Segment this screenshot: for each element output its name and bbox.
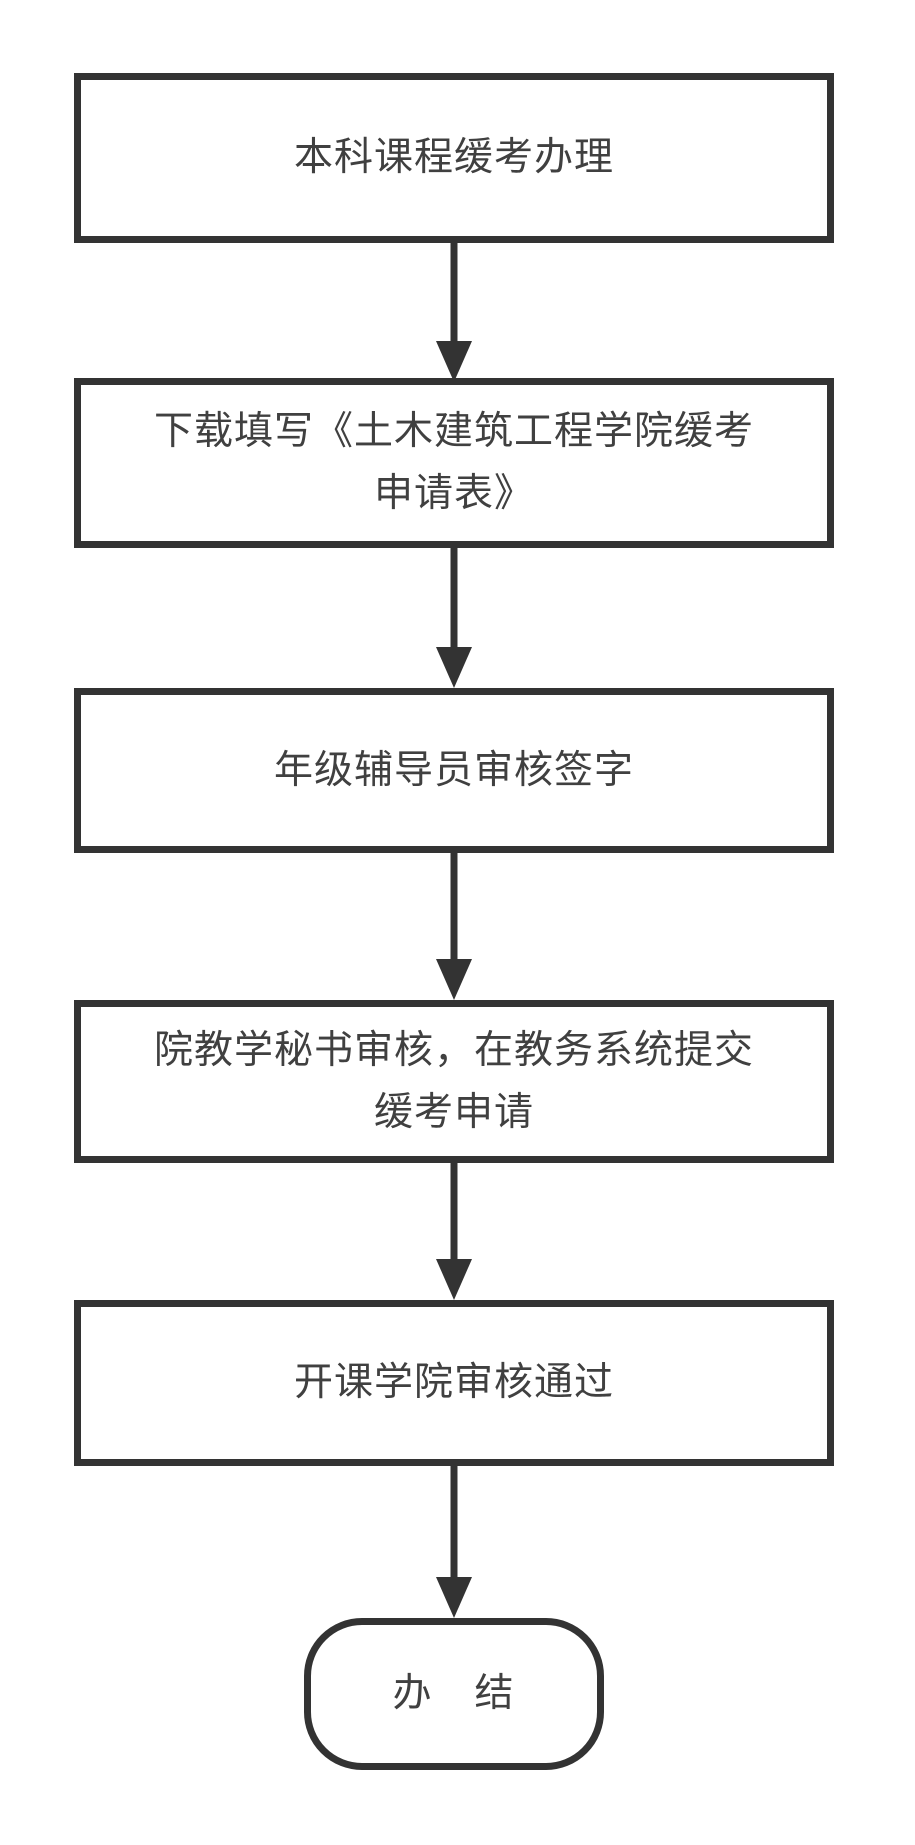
flow-node-title: 本科课程缓考办理 [74, 73, 834, 243]
flow-node-download-form: 下载填写《土木建筑工程学院缓考 申请表》 [74, 378, 834, 548]
flow-arrow-5 [435, 1466, 473, 1618]
flow-arrow-2 [435, 548, 473, 688]
arrow-shaft [450, 1163, 458, 1270]
arrow-shaft [450, 1466, 458, 1588]
arrow-head-icon [436, 959, 472, 1000]
arrow-head-icon [436, 341, 472, 382]
arrow-shaft [450, 853, 458, 970]
flow-arrow-3 [435, 853, 473, 1000]
arrow-shaft [450, 243, 458, 352]
flow-node-college-approval: 开课学院审核通过 [74, 1300, 834, 1466]
flow-node-end: 办 结 [304, 1618, 604, 1770]
arrow-head-icon [436, 1577, 472, 1618]
flow-arrow-1 [435, 243, 473, 382]
flow-arrow-4 [435, 1163, 473, 1300]
arrow-head-icon [436, 1259, 472, 1300]
arrow-head-icon [436, 647, 472, 688]
flow-node-secretary-review: 院教学秘书审核，在教务系统提交 缓考申请 [74, 1000, 834, 1163]
arrow-shaft [450, 548, 458, 658]
flow-node-counselor-review: 年级辅导员审核签字 [74, 688, 834, 853]
